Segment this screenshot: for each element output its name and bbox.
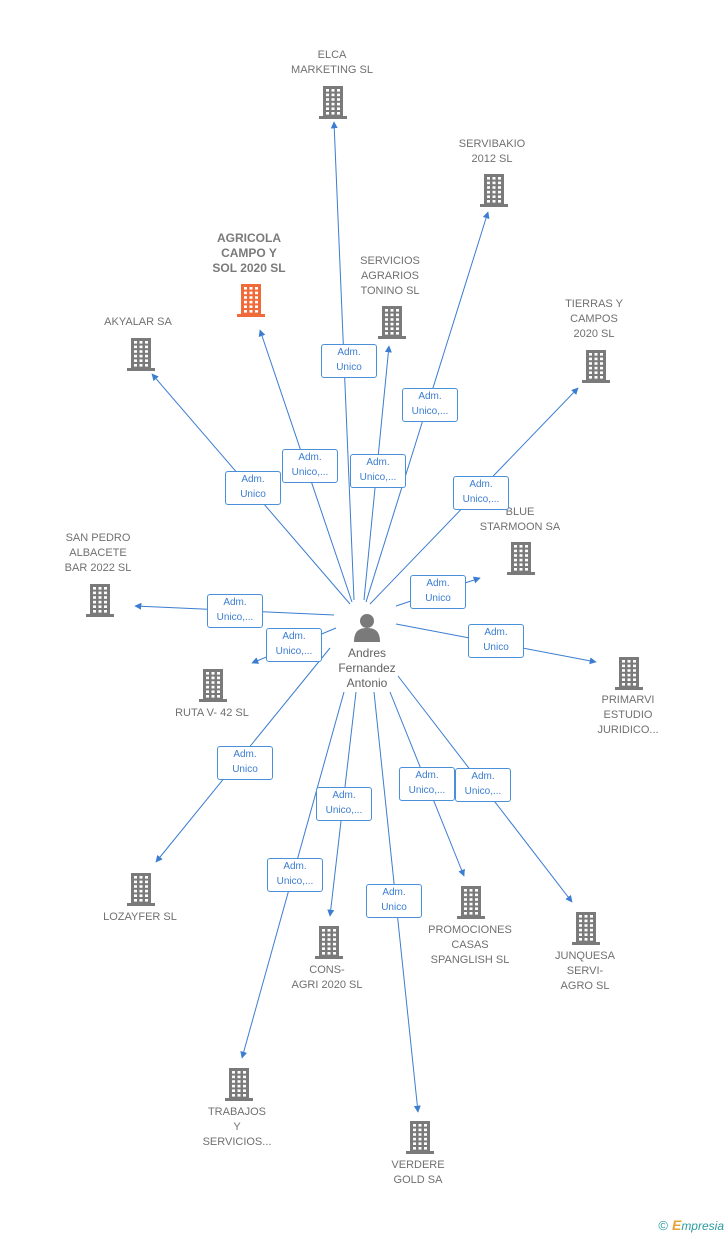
company-label-servibakio[interactable]: SERVIBAKIO 2012 SL bbox=[458, 138, 526, 165]
building-icon bbox=[127, 873, 155, 906]
relation-badge-akyalar[interactable]: Adm. Unico bbox=[225, 471, 281, 505]
brand-name: mpresia bbox=[681, 1219, 724, 1233]
company-node-sanpedro[interactable] bbox=[84, 582, 116, 618]
company-label-trabajos[interactable]: TRABAJOS Y SERVICIOS... bbox=[202, 1106, 272, 1148]
relation-badge-ruta[interactable]: Adm. Unico,... bbox=[266, 628, 322, 662]
person-node[interactable] bbox=[350, 612, 384, 644]
company-node-tierras[interactable] bbox=[580, 348, 612, 384]
company-label-lozayfer[interactable]: LOZAYFER SL bbox=[103, 911, 177, 923]
relation-badge-servibakio[interactable]: Adm. Unico,... bbox=[402, 388, 458, 422]
copyright-icon: © bbox=[658, 1218, 668, 1233]
company-node-servicios[interactable] bbox=[376, 304, 408, 340]
company-label-verdere[interactable]: VERDERE GOLD SA bbox=[391, 1159, 445, 1186]
building-icon bbox=[86, 584, 114, 617]
relation-badge-promociones[interactable]: Adm. Unico,... bbox=[399, 767, 455, 801]
relation-badge-lozayfer[interactable]: Adm. Unico bbox=[217, 746, 273, 780]
building-icon bbox=[225, 1068, 253, 1101]
relation-badge-primarvi[interactable]: Adm. Unico bbox=[468, 624, 524, 658]
relation-badge-agricola[interactable]: Adm. Unico,... bbox=[282, 449, 338, 483]
building-icon bbox=[127, 338, 155, 371]
company-label-servicios[interactable]: SERVICIOS AGRARIOS TONINO SL bbox=[360, 255, 420, 297]
building-icon bbox=[615, 657, 643, 690]
building-icon bbox=[507, 542, 535, 575]
company-label-tierras[interactable]: TIERRAS Y CAMPOS 2020 SL bbox=[565, 298, 623, 340]
company-node-trabajos[interactable] bbox=[223, 1066, 255, 1102]
company-node-servibakio[interactable] bbox=[478, 172, 510, 208]
relation-badge-tierras[interactable]: Adm. Unico,... bbox=[453, 476, 509, 510]
building-icon bbox=[572, 912, 600, 945]
company-label-elca[interactable]: ELCA MARKETING SL bbox=[291, 49, 373, 76]
company-node-elca[interactable] bbox=[317, 84, 349, 120]
company-node-primarvi[interactable] bbox=[613, 655, 645, 691]
company-node-consagri[interactable] bbox=[313, 924, 345, 960]
relation-badge-trabajos[interactable]: Adm. Unico,... bbox=[267, 858, 323, 892]
building-icon bbox=[199, 669, 227, 702]
company-label-consagri[interactable]: CONS- AGRI 2020 SL bbox=[291, 964, 363, 991]
company-node-agricola[interactable] bbox=[235, 282, 267, 318]
company-label-agricola[interactable]: AGRICOLA CAMPO Y SOL 2020 SL bbox=[212, 231, 286, 275]
building-icon bbox=[582, 350, 610, 383]
relation-badge-junquesa[interactable]: Adm. Unico,... bbox=[455, 768, 511, 802]
company-node-lozayfer[interactable] bbox=[125, 871, 157, 907]
company-label-promociones[interactable]: PROMOCIONES CASAS SPANGLISH SL bbox=[428, 924, 512, 966]
relation-badge-blue[interactable]: Adm. Unico bbox=[410, 575, 466, 609]
person-icon bbox=[354, 614, 380, 642]
relation-badge-sanpedro[interactable]: Adm. Unico,... bbox=[207, 594, 263, 628]
company-node-verdere[interactable] bbox=[404, 1119, 436, 1155]
building-icon bbox=[378, 306, 406, 339]
company-label-junquesa[interactable]: JUNQUESA SERVI- AGRO SL bbox=[555, 950, 615, 992]
relation-badge-elca[interactable]: Adm. Unico bbox=[321, 344, 377, 378]
building-icon bbox=[319, 86, 347, 119]
company-node-blue[interactable] bbox=[505, 540, 537, 576]
company-label-akyalar[interactable]: AKYALAR SA bbox=[104, 316, 172, 328]
company-label-blue[interactable]: BLUE STARMOON SA bbox=[479, 506, 561, 533]
company-node-junquesa[interactable] bbox=[570, 910, 602, 946]
company-node-promociones[interactable] bbox=[455, 884, 487, 920]
building-icon bbox=[315, 926, 343, 959]
building-icon bbox=[237, 284, 265, 317]
brand-initial: E bbox=[671, 1217, 682, 1233]
relation-badge-verdere[interactable]: Adm. Unico bbox=[366, 884, 422, 918]
company-node-ruta[interactable] bbox=[197, 667, 229, 703]
person-name: Andres Fernandez Antonio bbox=[338, 646, 396, 690]
footer-brand: ©Empresia bbox=[658, 1217, 724, 1233]
building-icon bbox=[406, 1121, 434, 1154]
building-icon bbox=[480, 174, 508, 207]
company-node-akyalar[interactable] bbox=[125, 336, 157, 372]
building-icon bbox=[457, 886, 485, 919]
company-label-sanpedro[interactable]: SAN PEDRO ALBACETE BAR 2022 SL bbox=[64, 532, 132, 574]
company-label-ruta[interactable]: RUTA V- 42 SL bbox=[175, 707, 249, 719]
relation-badge-servicios[interactable]: Adm. Unico,... bbox=[350, 454, 406, 488]
company-label-primarvi[interactable]: PRIMARVI ESTUDIO JURIDICO... bbox=[597, 694, 659, 736]
relation-badge-consagri[interactable]: Adm. Unico,... bbox=[316, 787, 372, 821]
